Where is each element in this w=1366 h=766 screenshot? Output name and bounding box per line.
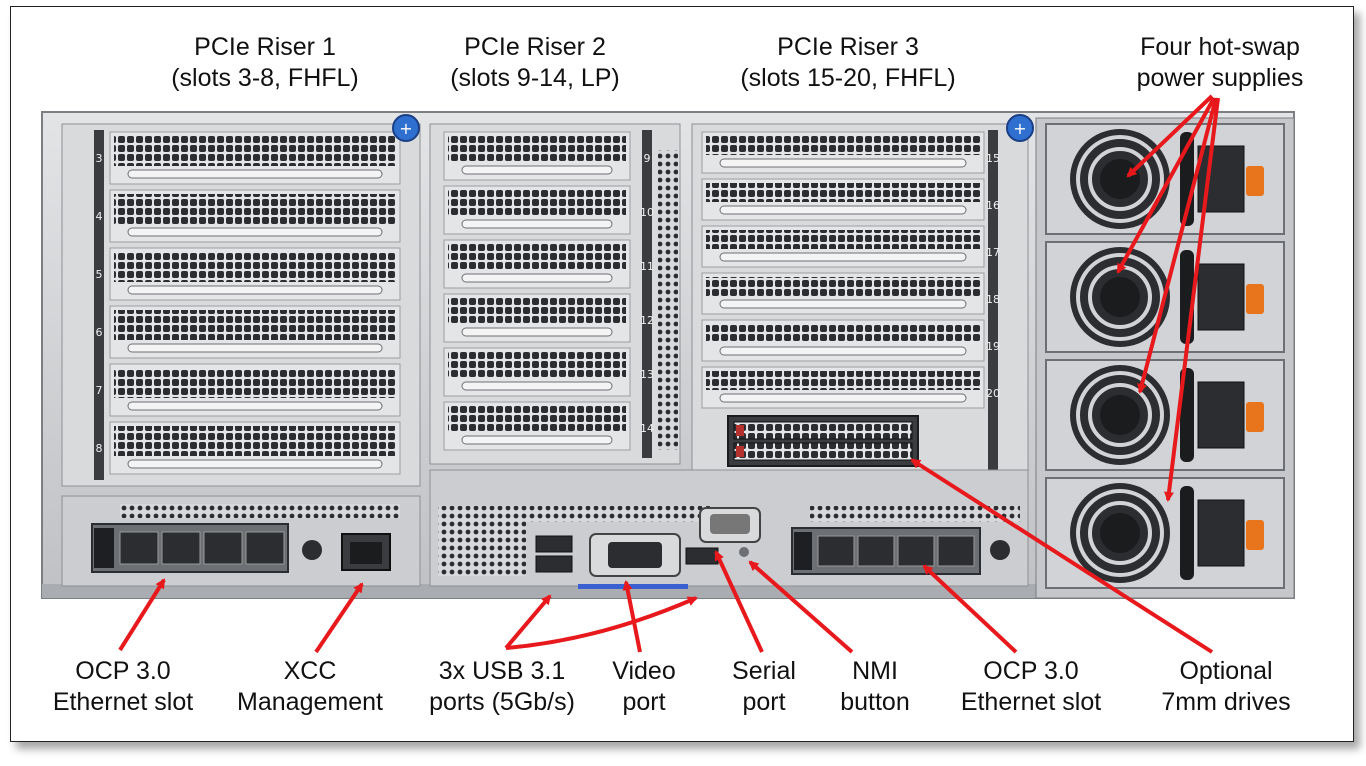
- label-riser2: PCIe Riser 2(slots 9-14, LP): [450, 33, 620, 92]
- riser2-slot-number: 11: [640, 260, 654, 273]
- psu-latch-icon: [1246, 284, 1264, 314]
- psu-latch-icon: [1246, 402, 1264, 432]
- arrow-psu-3: [1137, 97, 1218, 394]
- xcc-port[interactable]: [341, 533, 391, 571]
- riser1-slot-number: 3: [96, 152, 103, 165]
- riser2-slot-12[interactable]: [443, 293, 631, 343]
- riser2-slot-14[interactable]: [443, 401, 631, 451]
- riser3-slot-17[interactable]: [701, 225, 985, 268]
- riser3-slot-number: 19: [986, 340, 1000, 353]
- arrow-drives: [910, 458, 1214, 654]
- power-supply-4[interactable]: [1045, 477, 1285, 589]
- arrow-psu-4: [1164, 97, 1220, 502]
- riser1-slot-8[interactable]: [109, 421, 401, 475]
- label-riser3: PCIe Riser 3(slots 15-20, FHFL): [740, 33, 956, 92]
- arrow-usb-1: [504, 594, 552, 650]
- riser2-slot-number: 12: [640, 314, 654, 327]
- ocp-right-card[interactable]: [791, 527, 981, 575]
- riser2-slot-13[interactable]: [443, 347, 631, 397]
- serial-port[interactable]: [699, 507, 761, 543]
- psu-column: [1035, 117, 1295, 599]
- usb-port-1[interactable]: [535, 535, 573, 553]
- riser3-slot-16[interactable]: [701, 178, 985, 221]
- riser1-slot-5[interactable]: [109, 247, 401, 301]
- usb-port-2[interactable]: [535, 555, 573, 573]
- svg-text:+: +: [399, 119, 412, 138]
- riser3-slot-18[interactable]: [701, 272, 985, 315]
- riser3-thumbscrew-icon[interactable]: [1006, 114, 1034, 142]
- riser2-slot-number: 13: [640, 368, 654, 381]
- svg-text:+: +: [1013, 119, 1026, 138]
- arrow-psu-1: [1126, 94, 1214, 178]
- power-supply-2[interactable]: [1045, 241, 1285, 353]
- arrow-video: [622, 580, 642, 653]
- riser2-slot-number: 14: [640, 422, 654, 435]
- riser1-slot-number: 7: [96, 384, 103, 397]
- riser1-slot-number: 5: [96, 268, 103, 281]
- ocp-left-screw-icon: [302, 540, 322, 560]
- nmi-button-icon[interactable]: [739, 547, 749, 557]
- riser2-slot-9[interactable]: [443, 131, 631, 181]
- power-supply-3[interactable]: [1045, 359, 1285, 471]
- vga-highlight-bar: [578, 584, 688, 589]
- 7mm-drive-bay[interactable]: [727, 415, 919, 467]
- riser1-slot-4[interactable]: [109, 189, 401, 243]
- riser3-slot-number: 17: [986, 246, 1000, 259]
- arrow-nmi: [748, 560, 854, 654]
- riser2-cage: 9 10 11 12 13 14: [429, 123, 681, 465]
- riser2-slot-11[interactable]: [443, 239, 631, 289]
- io-panel-left: [61, 495, 421, 587]
- psu-latch-icon: [1246, 520, 1264, 550]
- vga-port[interactable]: [589, 533, 681, 577]
- riser1-slot-number: 6: [96, 326, 103, 339]
- riser3-slot-15[interactable]: [701, 131, 985, 174]
- riser2-slot-number: 10: [640, 206, 654, 219]
- riser3-slot-20[interactable]: [701, 366, 985, 409]
- riser3-slot-number: 15: [986, 152, 1000, 165]
- usb-port-3[interactable]: [685, 547, 719, 565]
- riser1-slot-6[interactable]: [109, 305, 401, 359]
- riser1-thumbscrew-icon[interactable]: [392, 114, 420, 142]
- riser2-slot-10[interactable]: [443, 185, 631, 235]
- riser1-slot-3[interactable]: [109, 131, 401, 185]
- callout-arrows: [118, 94, 1220, 654]
- arrow-psu-2: [1116, 97, 1216, 274]
- riser3-slot-number: 18: [986, 293, 1000, 306]
- riser3-slot-number: 20: [986, 387, 1000, 400]
- arrow-usb-3: [505, 596, 698, 650]
- arrow-ocp-left: [118, 578, 166, 652]
- riser1-slot-7[interactable]: [109, 363, 401, 417]
- arrow-ocp-right: [922, 564, 1018, 654]
- riser1-cage: 3 4 5 6 7 8 +: [61, 114, 421, 487]
- psu-latch-icon: [1246, 166, 1264, 196]
- arrow-serial: [714, 550, 764, 653]
- arrow-xcc: [314, 582, 364, 654]
- riser3-slot-19[interactable]: [701, 319, 985, 362]
- ocp-right-screw-icon: [990, 540, 1010, 560]
- riser1-slot-number: 8: [96, 442, 103, 455]
- io-panel-center: [429, 469, 1029, 589]
- riser1-slot-number: 4: [96, 210, 103, 223]
- riser3-cage: 15 16 17 18 19 20 +: [691, 114, 1034, 487]
- label-riser1: PCIe Riser 1(slots 3-8, FHFL): [171, 33, 359, 92]
- riser2-slot-number: 9: [644, 152, 651, 165]
- ocp-left-card[interactable]: [91, 523, 289, 573]
- riser3-slot-number: 16: [986, 199, 1000, 212]
